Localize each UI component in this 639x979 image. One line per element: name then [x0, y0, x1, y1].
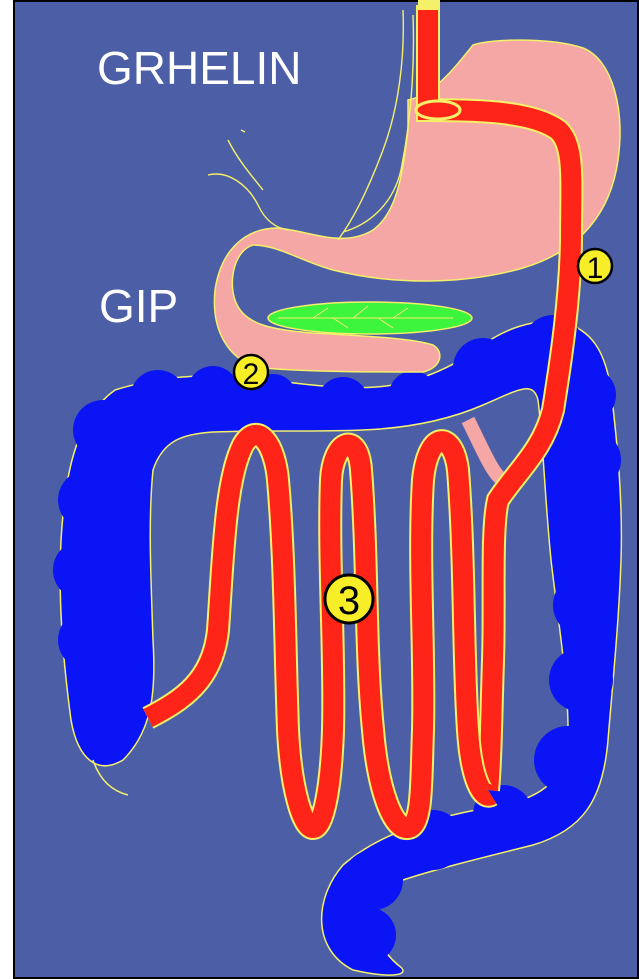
ghrelin-label: GRHELIN — [97, 42, 301, 94]
pancreas — [268, 302, 472, 334]
marker-1-number: 1 — [587, 252, 604, 285]
marker-2-number: 2 — [243, 358, 260, 391]
marker-3: 3 — [325, 575, 373, 623]
marker-2: 2 — [234, 355, 268, 391]
gip-label: GIP — [99, 280, 178, 332]
marker-3-number: 3 — [338, 579, 360, 623]
digestive-system-diagram: GRHELIN GIP 1 2 3 — [13, 0, 639, 979]
diagram-frame: GRHELIN GIP 1 2 3 — [13, 0, 639, 979]
marker-1: 1 — [578, 249, 612, 285]
